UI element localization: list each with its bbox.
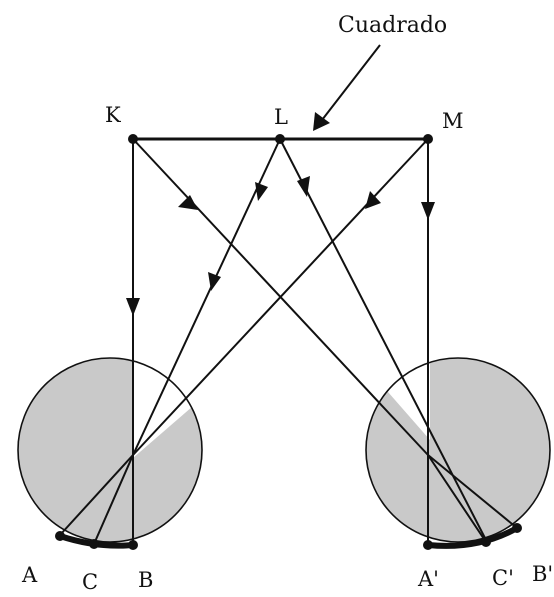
label-A-prime: A' [417, 567, 439, 591]
right-retina-arc [425, 525, 520, 549]
node-C-prime [481, 537, 491, 547]
left-eye [17, 357, 203, 543]
arrow-L-left-upper [255, 182, 268, 201]
node-B-prime [512, 523, 522, 533]
arrowheads [126, 176, 435, 316]
node-B [128, 540, 138, 550]
arrow-K-down [126, 298, 140, 316]
square-pointer-arrow [313, 44, 381, 131]
ray-left-to-A [59, 454, 134, 536]
node-A-prime [423, 540, 433, 550]
arrow-K-diag [178, 195, 198, 210]
ray-M-left [132, 138, 429, 456]
ray-right-to-B-prime [427, 454, 518, 529]
arrow-M-diag [365, 191, 381, 209]
ray-L-left-1 [132, 138, 281, 456]
node-A [55, 531, 65, 541]
arrow-L-left-lower [208, 272, 221, 291]
node-K [128, 134, 138, 144]
left-eye-shade-left [18, 358, 133, 542]
right-eye-shade-left [366, 360, 430, 542]
label-K: K [105, 103, 121, 127]
right-eye [365, 357, 551, 543]
left-eye-shade-right [133, 400, 202, 542]
label-M: M [442, 109, 464, 133]
ray-right-to-C-prime [427, 454, 487, 543]
arrow-L-right [297, 176, 310, 197]
arrow-M-down [421, 202, 435, 220]
right-eye-shade-right [430, 358, 550, 542]
label-square: Cuadrado [338, 13, 447, 38]
label-B: B [138, 568, 153, 592]
label-A: A [21, 563, 38, 587]
label-B-prime: B' [532, 562, 553, 586]
left-eye-outline [17, 357, 203, 543]
right-eye-outline [365, 357, 551, 543]
label-C: C [82, 570, 98, 594]
label-C-prime: C' [492, 566, 514, 590]
node-M [423, 134, 433, 144]
label-L: L [274, 105, 288, 129]
node-C [89, 539, 99, 549]
ray-left-to-C [93, 454, 134, 545]
node-L [275, 134, 285, 144]
